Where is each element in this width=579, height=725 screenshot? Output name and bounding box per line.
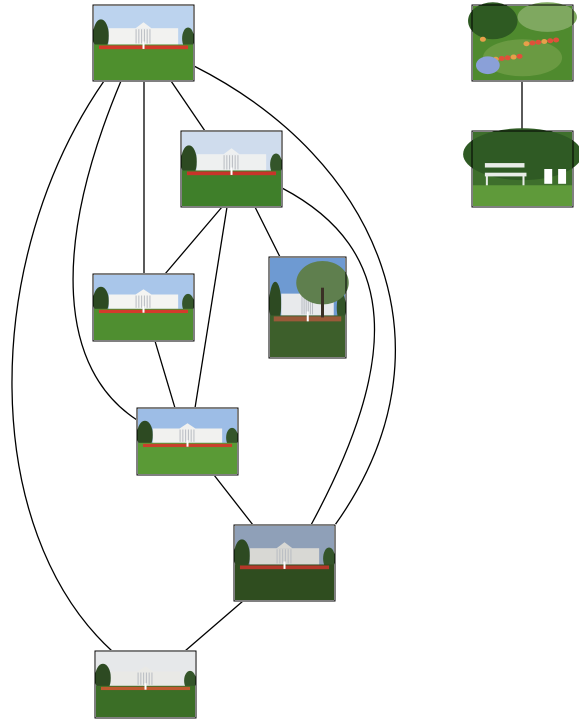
photo-node-wh-front-4[interactable]	[136, 407, 239, 476]
edge-wh-front-1-to-wh-front-2	[170, 80, 206, 132]
edge-wh-dusk-to-wh-overcast	[184, 600, 244, 652]
photo-node-wh-front-3[interactable]	[92, 273, 195, 342]
edge-wh-front-2-to-wh-dusk	[281, 187, 376, 526]
edge-wh-front-2-to-wh-front-3	[164, 206, 223, 275]
edge-wh-front-1-to-wh-front-4	[72, 80, 138, 421]
photo-node-wh-overcast[interactable]	[94, 650, 197, 719]
photo-node-wh-front-1[interactable]	[92, 4, 195, 82]
edges-layer	[11, 65, 523, 652]
photo-frame	[92, 273, 195, 342]
nodes-layer	[92, 2, 579, 719]
edge-wh-front-3-to-wh-front-4	[154, 340, 176, 409]
photo-node-wh-dusk[interactable]	[233, 524, 336, 602]
photo-frame	[233, 524, 336, 602]
photo-node-wh-tree-portrait[interactable]	[268, 256, 349, 359]
photo-node-wh-front-2[interactable]	[180, 130, 283, 208]
photo-node-garden-bench[interactable]	[463, 128, 579, 208]
photo-frame	[136, 407, 239, 476]
photo-frame	[92, 4, 195, 82]
edge-wh-front-2-to-wh-tree-portrait	[254, 206, 281, 258]
edge-wh-front-1-to-wh-dusk	[193, 65, 396, 526]
photo-frame	[471, 130, 574, 208]
edge-wh-front-2-to-wh-front-4	[194, 206, 228, 409]
photo-frame	[180, 130, 283, 208]
edge-wh-front-1-to-wh-overcast	[11, 80, 113, 652]
photo-frame	[268, 256, 347, 359]
photo-node-garden-flowers[interactable]	[468, 2, 577, 82]
photo-frame	[94, 650, 197, 719]
edge-wh-front-4-to-wh-dusk	[213, 474, 254, 526]
photo-frame	[471, 4, 574, 82]
